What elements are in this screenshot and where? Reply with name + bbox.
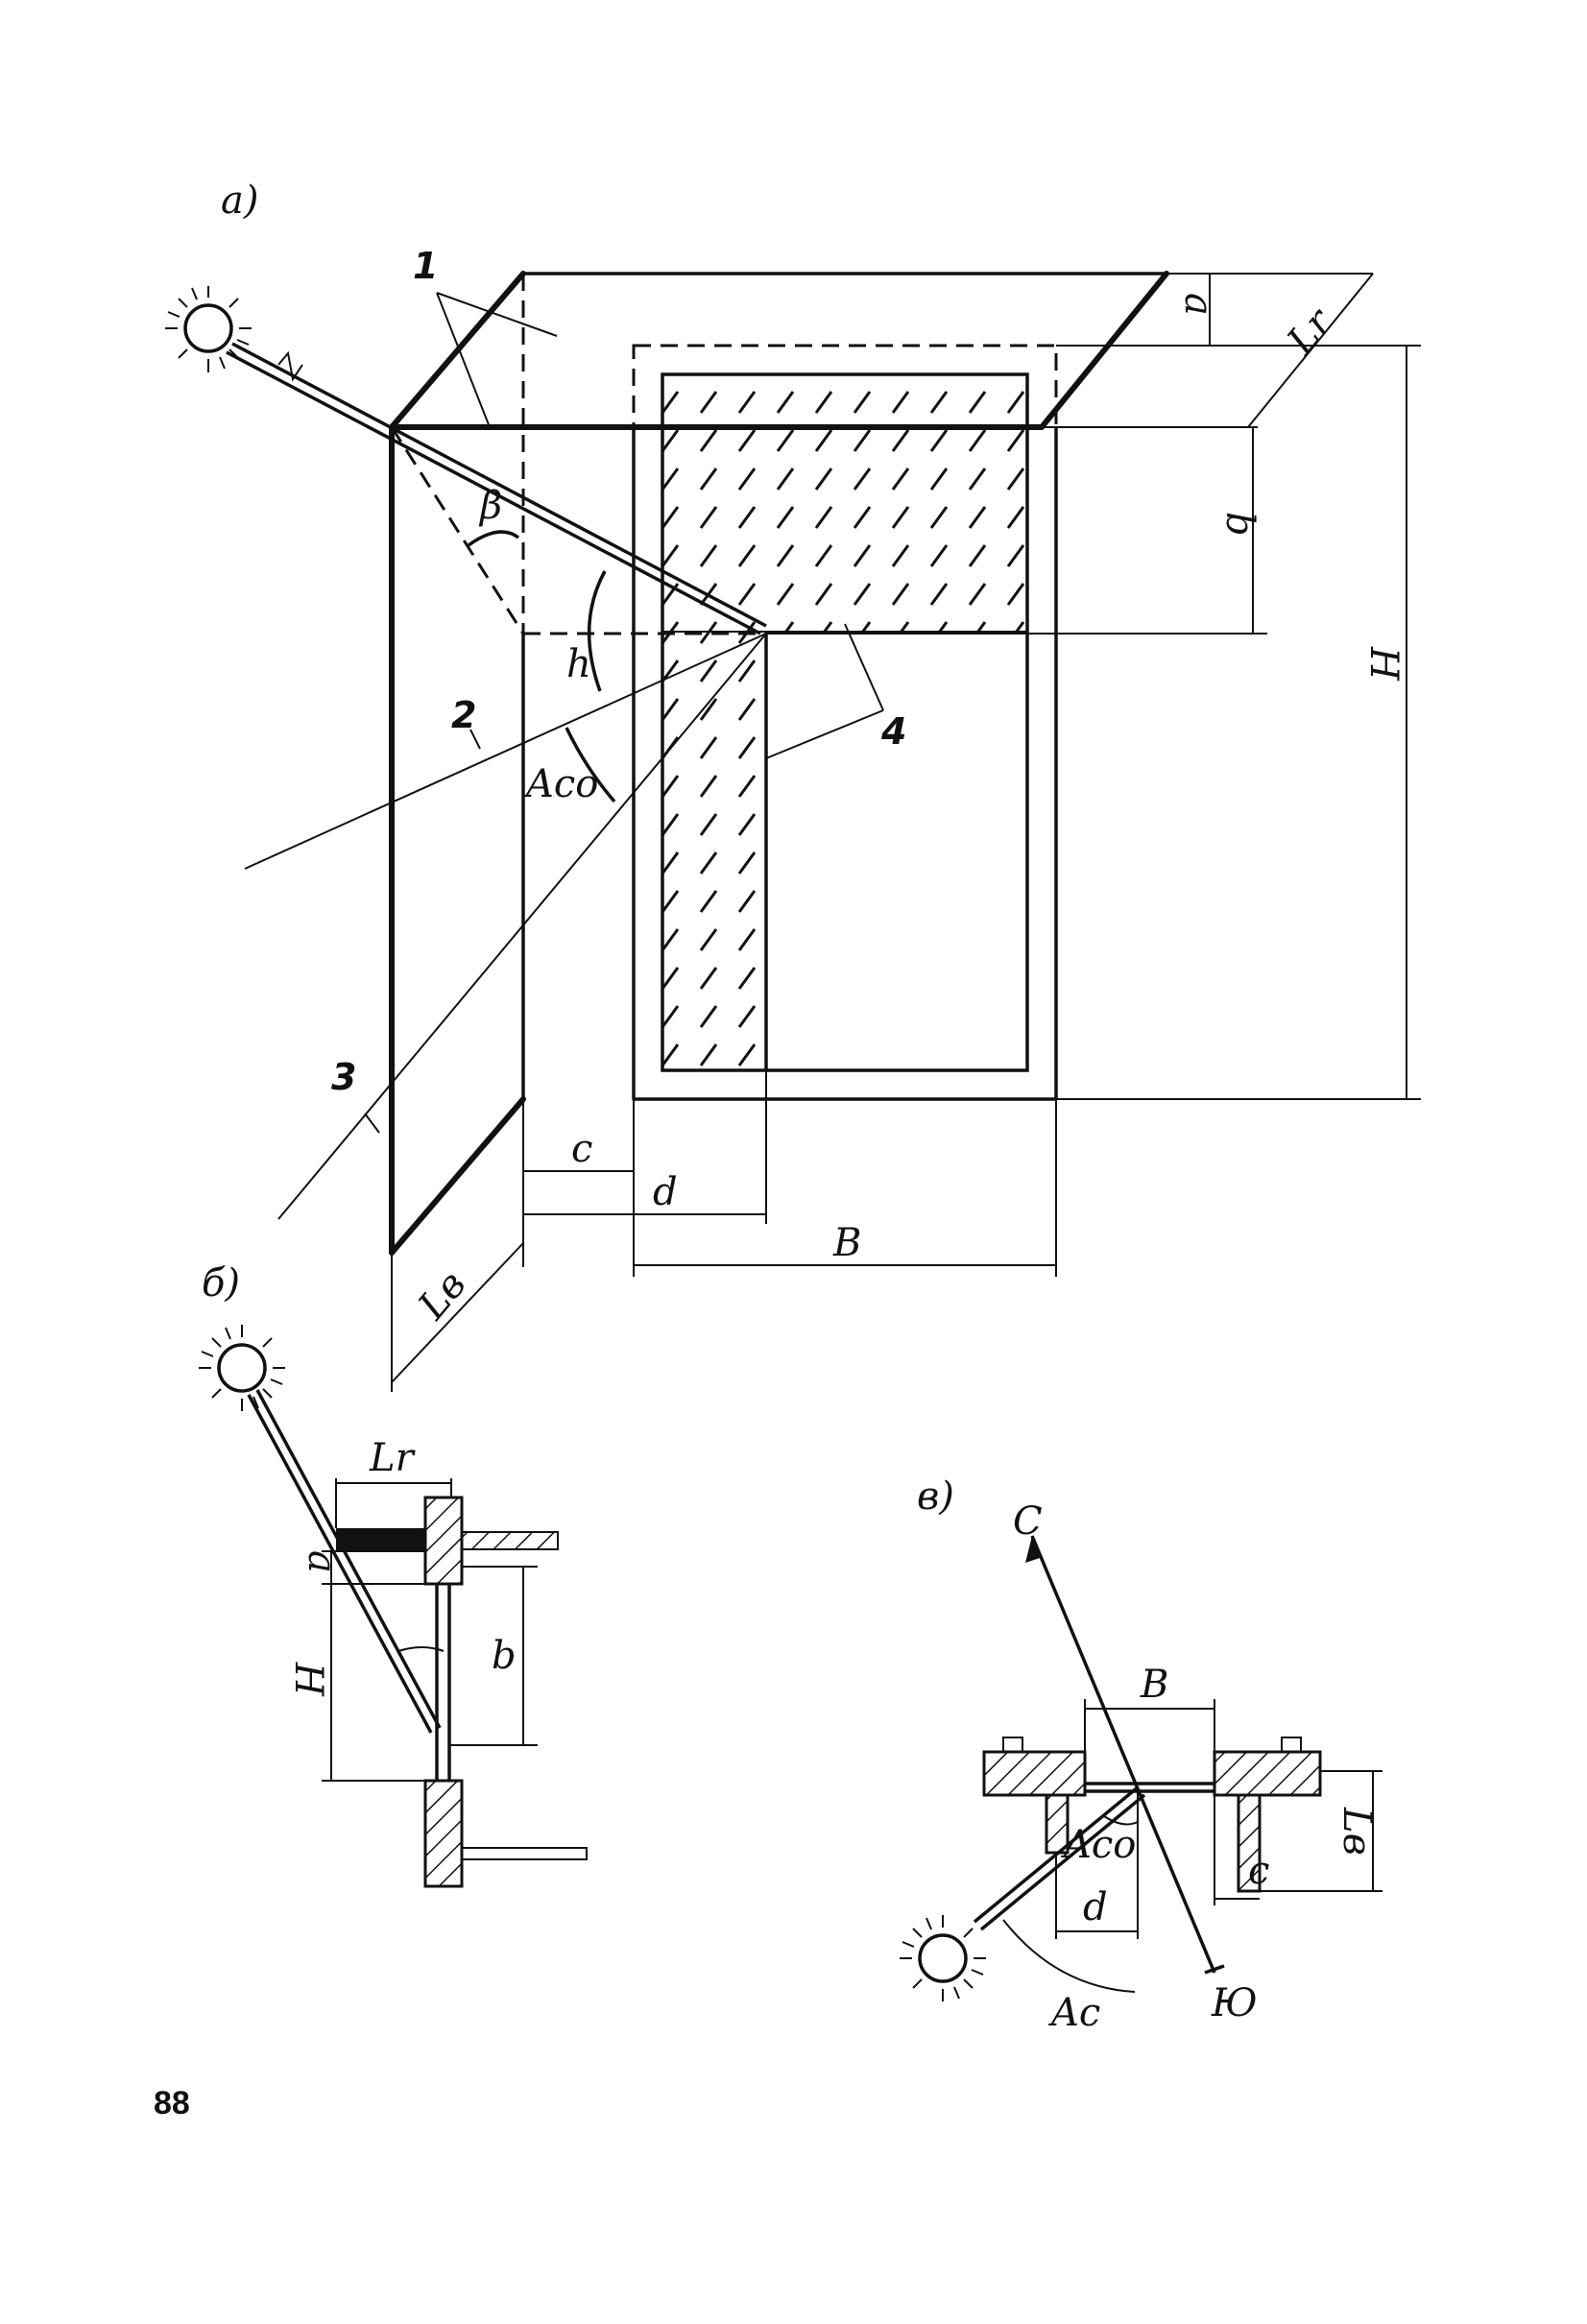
dim-label-a-b: a [300,1550,344,1573]
fin-plan-right [1237,1793,1262,1893]
dim-label-d-v: d [1083,1885,1108,1929]
horizontal-shade-section [336,1528,425,1551]
leader-4a [844,623,884,711]
north-south-line [1030,1535,1216,1974]
figure-v: в) С Ю [900,1474,1383,2035]
angle-label-aco: Aco [522,762,598,806]
parapet-left [1002,1737,1023,1753]
dim-line-lv [391,1242,524,1383]
angle-arc-ac [1002,1919,1136,1993]
angle-label-h: h [566,642,591,686]
figure-b: б) Lr [199,1261,588,1888]
leader-2 [469,729,481,750]
callout-2: 2 [451,694,476,736]
panel-label-b: б) [202,1261,240,1306]
leader-4b [765,709,884,759]
dim-label-b: b [1217,512,1262,537]
north-label: С [1013,1499,1043,1544]
floor-slab [461,1531,559,1550]
angle-arc-aco-v [1103,1815,1139,1826]
dim-label-lv-v: Lв [1335,1807,1379,1856]
dim-label-b-b-visible: b [492,1634,517,1678]
angle-arc-beta [467,530,520,547]
figure-a: a) [165,179,1421,1392]
sun-ray-b [255,1389,442,1729]
dim-line-lr [1247,273,1374,428]
projection-dashed [390,426,525,635]
wall-section-bottom [423,1779,464,1888]
south-label: Ю [1211,1981,1258,2025]
leader-1a [436,292,491,428]
sun-icon-b [199,1325,285,1411]
dim-label-lr: Lr [1279,299,1343,364]
sun-ray-b2 [247,1394,433,1734]
wall-section-top [423,1496,464,1586]
sill-slab [461,1847,588,1860]
parapet-right [1281,1737,1302,1753]
angle-label-beta: β [478,484,502,528]
vertical-fin-bottom-edge [389,1096,526,1256]
leader-1b [436,292,558,337]
dim-label-a: a [1176,293,1220,316]
sun-icon [165,286,252,372]
south-tick [1204,1964,1225,1975]
dim-label-d: d [653,1170,678,1214]
callout-3: 3 [331,1056,356,1098]
angle-label-ac: Ac [1047,1991,1100,2035]
panel-label-a: a) [221,179,258,223]
horizontal-fin-right-edge [1039,271,1169,430]
north-arrow-icon [1025,1536,1043,1563]
callout-1: 1 [413,245,438,287]
horizontal-fin-left-edge [389,271,526,430]
dim-label-H: H [1361,646,1406,682]
page-number: 88 [154,2085,190,2121]
panel-label-v: в) [917,1474,954,1519]
dim-label-lr-b: Lr [369,1436,417,1480]
leader-3 [364,1113,380,1134]
dim-label-B: B [832,1221,861,1265]
shadow-vertical [661,631,767,1071]
sun-icon-v [900,1915,986,2001]
angle-arc-b [397,1646,445,1652]
wall-plan-right [1213,1750,1322,1797]
line-3-azimuth [277,633,767,1220]
angle-label-aco-v: Aco [1060,1823,1136,1867]
wall-plan-left [982,1750,1087,1797]
dim-label-c-v: c [1248,1849,1269,1893]
shadow-horizontal [661,373,1028,633]
sun-ray-v2 [979,1793,1146,1931]
dim-label-lv: Lв [410,1262,475,1329]
dim-label-B-v: B [1140,1663,1168,1707]
angle-arc-aco [565,727,616,803]
dim-label-c: c [571,1127,592,1171]
dim-label-H-b: H [286,1662,330,1697]
line-2-horizontal-projection [244,633,767,870]
callout-4: 4 [880,710,906,753]
angle-arc-h [587,570,607,692]
